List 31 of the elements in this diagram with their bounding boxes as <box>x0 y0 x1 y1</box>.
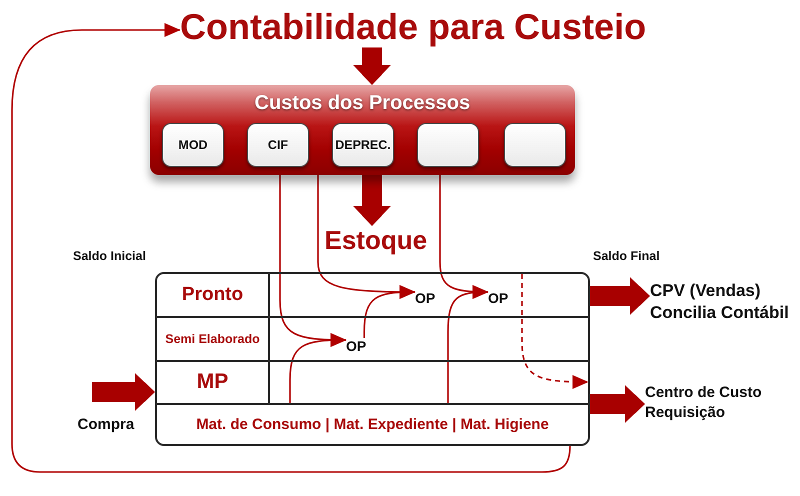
arrow <box>363 285 416 338</box>
edge-label: Compra <box>78 416 134 434</box>
arrow <box>11 23 571 473</box>
dashed-arrow <box>521 274 588 389</box>
arrow <box>447 285 488 405</box>
cost-item-box: MOD <box>162 123 224 167</box>
op-label: OP <box>488 290 508 306</box>
table-title: Estoque <box>324 226 428 256</box>
op-label: OP <box>346 338 366 354</box>
panel-title: Custos dos Processos <box>254 91 470 115</box>
row-label: Mat. de Consumo | Mat. Expediente | Mat. Higiene <box>196 416 549 434</box>
row-label: Semi Elaborado <box>165 332 260 346</box>
block-arrow <box>353 47 391 85</box>
row-label: Pronto <box>182 284 244 306</box>
empty-box <box>417 123 479 167</box>
block-arrow <box>590 385 645 423</box>
block-arrow <box>92 373 155 411</box>
block-arrow <box>588 277 650 315</box>
empty-box <box>504 123 566 167</box>
cost-item-box: CIF <box>247 123 309 167</box>
block-arrow <box>353 175 391 226</box>
destination-text: CPV (Vendas) Concilia Contábil <box>650 280 789 324</box>
balance-label: Saldo Inicial <box>73 249 146 264</box>
op-label: OP <box>415 290 436 306</box>
balance-label: Saldo Final <box>593 249 660 264</box>
cost-panel <box>150 85 575 175</box>
destination-text: Centro de Custo Requisição <box>645 383 762 422</box>
arrow <box>289 333 346 405</box>
title-text: Contabilidade para Custeio <box>180 6 646 48</box>
cost-item-box: DEPREC. <box>332 123 394 167</box>
row-label: MP <box>196 370 228 395</box>
